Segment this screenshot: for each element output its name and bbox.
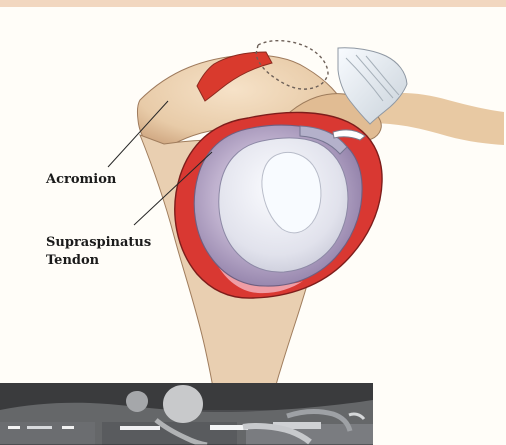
operating-room-ceiling — [0, 383, 373, 445]
acromion-label: Acromion — [46, 171, 116, 189]
supraspinatus-label-line-2: Tendon — [46, 252, 151, 270]
supraspinatus-label: Supraspinatus Tendon — [46, 234, 151, 270]
operating-room-photo-strip — [0, 383, 373, 445]
supraspinatus-label-line-1: Supraspinatus — [46, 234, 151, 252]
